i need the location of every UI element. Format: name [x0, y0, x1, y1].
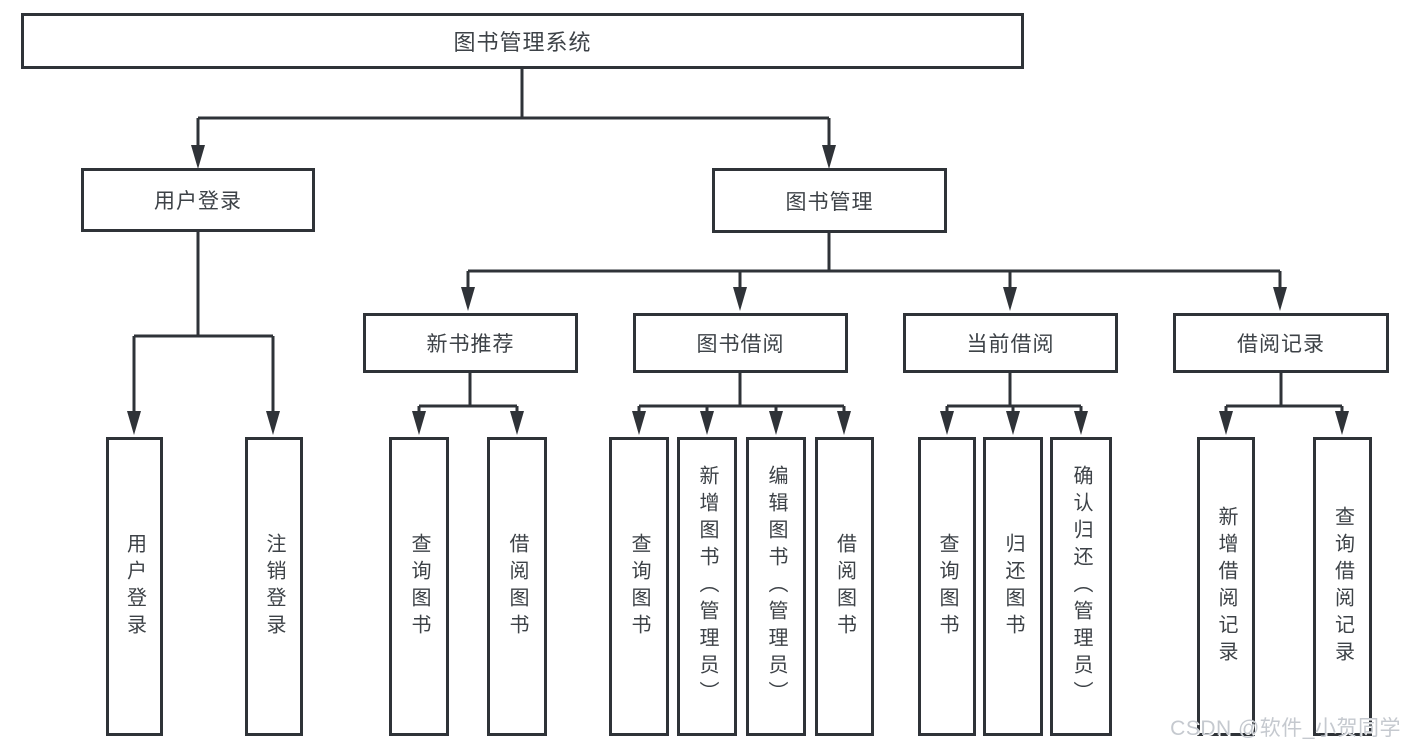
arrowhead-icon [461, 287, 475, 311]
leaf-logout-label: 注销登录 [263, 532, 285, 641]
leaf-current-return-books-label: 归还图书 [1002, 532, 1024, 641]
arrowhead-icon [1219, 411, 1233, 435]
node-user-login-label: 用户登录 [154, 190, 242, 213]
node-new-book-recommend-label: 新书推荐 [426, 333, 515, 356]
leaf-records-query-record-label: 查询借阅记录 [1331, 505, 1354, 668]
node-current-borrow-label: 当前借阅 [966, 333, 1055, 356]
node-borrow-records-label: 借阅记录 [1237, 333, 1325, 356]
leaf-borrow-query-books: 查询图书 [609, 437, 669, 736]
leaf-current-return-books: 归还图书 [983, 437, 1043, 736]
arrowhead-icon [700, 411, 714, 435]
node-book-borrow: 图书借阅 [633, 313, 848, 373]
connector-root-to-level2 [196, 69, 831, 146]
leaf-borrow-edit-books-admin: 编辑图书（管理员） [746, 437, 806, 736]
node-book-borrow-label: 图书借阅 [696, 333, 785, 356]
arrowhead-icon [1074, 411, 1088, 435]
leaf-recommend-query-books-label: 查询图书 [408, 532, 430, 641]
leaf-records-add-record: 新增借阅记录 [1197, 437, 1255, 736]
leaf-current-query-books-label: 查询图书 [936, 532, 958, 641]
node-book-management: 图书管理 [712, 168, 947, 233]
leaf-recommend-borrow-books: 借阅图书 [487, 437, 547, 736]
arrowhead-icon [837, 411, 851, 435]
connector-user-login-children [132, 232, 275, 412]
leaf-borrow-add-books-admin: 新增图书（管理员） [677, 437, 737, 736]
arrowhead-icon [1006, 411, 1020, 435]
leaf-records-add-record-label: 新增借阅记录 [1215, 505, 1237, 668]
leaf-borrow-borrow-books: 借阅图书 [815, 437, 874, 736]
leaf-current-query-books: 查询图书 [918, 437, 976, 736]
leaf-recommend-borrow-books-label: 借阅图书 [506, 532, 528, 641]
connector-current-borrow-children [945, 373, 1083, 412]
connector-borrow-records-children [1224, 373, 1344, 412]
arrowhead-icon [1335, 411, 1349, 435]
leaf-logout: 注销登录 [245, 437, 303, 736]
leaf-records-query-record: 查询借阅记录 [1313, 437, 1372, 736]
node-current-borrow: 当前借阅 [903, 313, 1118, 373]
arrowhead-icon [822, 145, 836, 169]
node-root: 图书管理系统 [21, 13, 1024, 69]
arrowhead-icon [632, 411, 646, 435]
leaf-user-login-label: 用户登录 [123, 532, 146, 641]
leaf-borrow-add-books-admin-label: 新增图书（管理员） [696, 465, 718, 708]
arrowhead-icon [266, 411, 280, 435]
leaf-user-login: 用户登录 [106, 437, 163, 736]
leaf-borrow-borrow-books-label: 借阅图书 [833, 532, 856, 641]
arrowhead-icon [191, 145, 205, 169]
leaf-recommend-query-books: 查询图书 [389, 437, 449, 736]
connector-book-management-children [466, 233, 1282, 288]
arrowhead-icon [510, 411, 524, 435]
arrowheads [127, 145, 1349, 435]
arrowhead-icon [127, 411, 141, 435]
leaf-borrow-query-books-label: 查询图书 [628, 532, 650, 641]
leaf-current-confirm-return-admin: 确认归还（管理员） [1050, 437, 1112, 736]
watermark: CSDN @软件_小贺同学 [1170, 717, 1401, 740]
leaf-borrow-edit-books-admin-label: 编辑图书（管理员） [765, 465, 787, 708]
arrowhead-icon [769, 411, 783, 435]
node-book-management-label: 图书管理 [785, 190, 874, 214]
connector-new-book-children [417, 373, 519, 412]
node-user-login: 用户登录 [81, 168, 315, 232]
node-new-book-recommend: 新书推荐 [363, 313, 578, 373]
arrowhead-icon [1003, 287, 1017, 311]
leaf-current-confirm-return-admin-label: 确认归还（管理员） [1070, 465, 1092, 708]
connector-book-borrow-children [637, 373, 846, 412]
arrowhead-icon [1273, 287, 1287, 311]
node-borrow-records: 借阅记录 [1173, 313, 1389, 373]
arrowhead-icon [412, 411, 426, 435]
arrowhead-icon [733, 287, 747, 311]
node-root-label: 图书管理系统 [453, 30, 592, 55]
arrowhead-icon [940, 411, 954, 435]
